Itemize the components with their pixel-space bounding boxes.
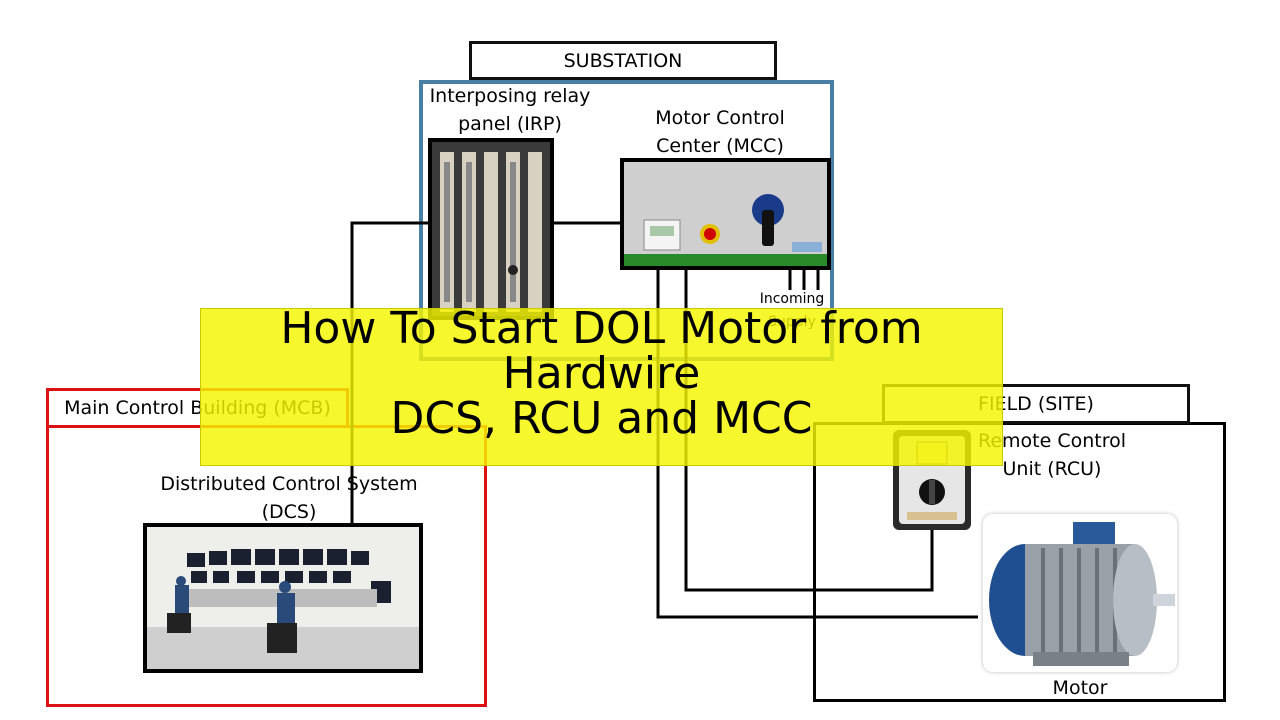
motor-label: Motor (1052, 677, 1108, 699)
substation-header: SUBSTATION (469, 41, 777, 80)
banner-line-3: DCS, RCU and MCC (390, 393, 813, 444)
irp-panel-image (428, 138, 554, 320)
dcs-control-room-image (143, 523, 423, 673)
banner-text: How To Start DOL Motor from Hardwire DCS… (200, 306, 1003, 441)
motor-image (983, 514, 1177, 672)
irp-label: Interposing relay panel (IRP) (429, 85, 591, 135)
banner-line-1: How To Start DOL Motor from (280, 303, 923, 354)
dcs-label: Distributed Control System (DCS) (160, 473, 418, 523)
substation-title: SUBSTATION (563, 49, 683, 72)
mcc-panel-image (620, 158, 831, 270)
mcc-label: Motor Control Center (MCC) (655, 107, 785, 157)
banner-line-2: Hardwire (502, 348, 701, 399)
rcu-label: Remote Control Unit (RCU) (977, 430, 1127, 480)
title-banner (200, 308, 1003, 466)
field-title: FIELD (SITE) (978, 393, 1094, 415)
